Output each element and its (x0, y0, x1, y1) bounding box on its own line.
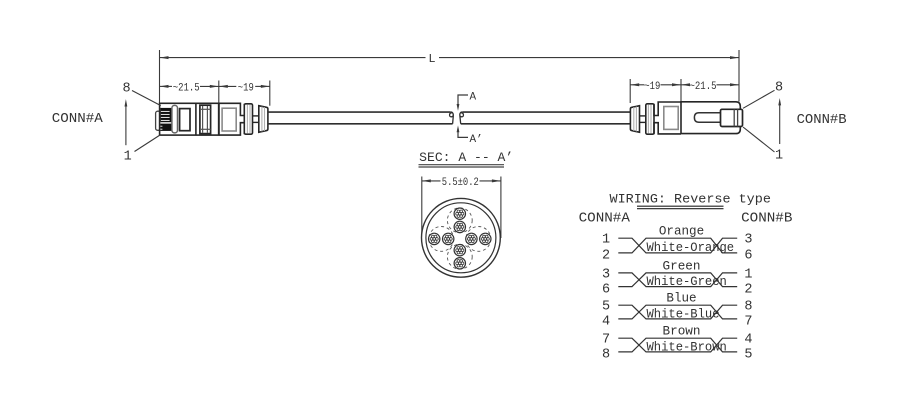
svg-text:A’: A’ (470, 134, 483, 146)
svg-text:8: 8 (602, 348, 610, 363)
svg-text:~19: ~19 (238, 82, 254, 94)
svg-text:7: 7 (744, 315, 752, 330)
svg-text:8: 8 (122, 81, 130, 96)
svg-text:Blue: Blue (666, 292, 696, 306)
svg-text:Green: Green (663, 259, 701, 273)
svg-text:8: 8 (744, 300, 752, 315)
svg-text:WIRING: Reverse type: WIRING: Reverse type (610, 192, 771, 207)
svg-text:1: 1 (124, 149, 132, 164)
svg-text:4: 4 (744, 333, 752, 348)
svg-text:CONN#B: CONN#B (797, 112, 847, 128)
svg-text:Brown: Brown (663, 325, 701, 339)
svg-text:White-Orange: White-Orange (647, 241, 735, 255)
svg-text:7: 7 (602, 333, 610, 348)
svg-text:Orange: Orange (659, 225, 704, 239)
svg-text:1: 1 (744, 267, 752, 282)
svg-text:3: 3 (602, 267, 610, 282)
svg-text:6: 6 (744, 249, 752, 264)
svg-text:5.5±0.2: 5.5±0.2 (442, 177, 479, 189)
svg-text:8: 8 (775, 81, 783, 96)
svg-text:4: 4 (602, 315, 610, 330)
svg-text:CONN#A: CONN#A (579, 212, 631, 227)
svg-text:5: 5 (602, 300, 610, 315)
svg-text:~21.5: ~21.5 (690, 81, 717, 93)
svg-text:A: A (470, 92, 477, 104)
svg-text:~21.5: ~21.5 (173, 82, 200, 94)
svg-text:SEC: A -- A’: SEC: A -- A’ (419, 150, 513, 165)
svg-text:3: 3 (744, 233, 752, 248)
svg-text:L: L (428, 52, 435, 66)
svg-text:2: 2 (602, 249, 610, 264)
svg-text:White-Blue: White-Blue (647, 308, 720, 322)
svg-text:6: 6 (602, 282, 610, 297)
svg-text:CONN#B: CONN#B (741, 212, 792, 227)
svg-text:White-Brown: White-Brown (647, 341, 727, 355)
svg-text:2: 2 (744, 282, 752, 297)
svg-text:5: 5 (744, 348, 752, 363)
svg-text:~19: ~19 (644, 81, 660, 93)
svg-text:White-Green: White-Green (647, 275, 727, 289)
svg-text:1: 1 (602, 233, 610, 248)
svg-text:CONN#A: CONN#A (52, 111, 104, 127)
svg-text:1: 1 (775, 149, 783, 164)
